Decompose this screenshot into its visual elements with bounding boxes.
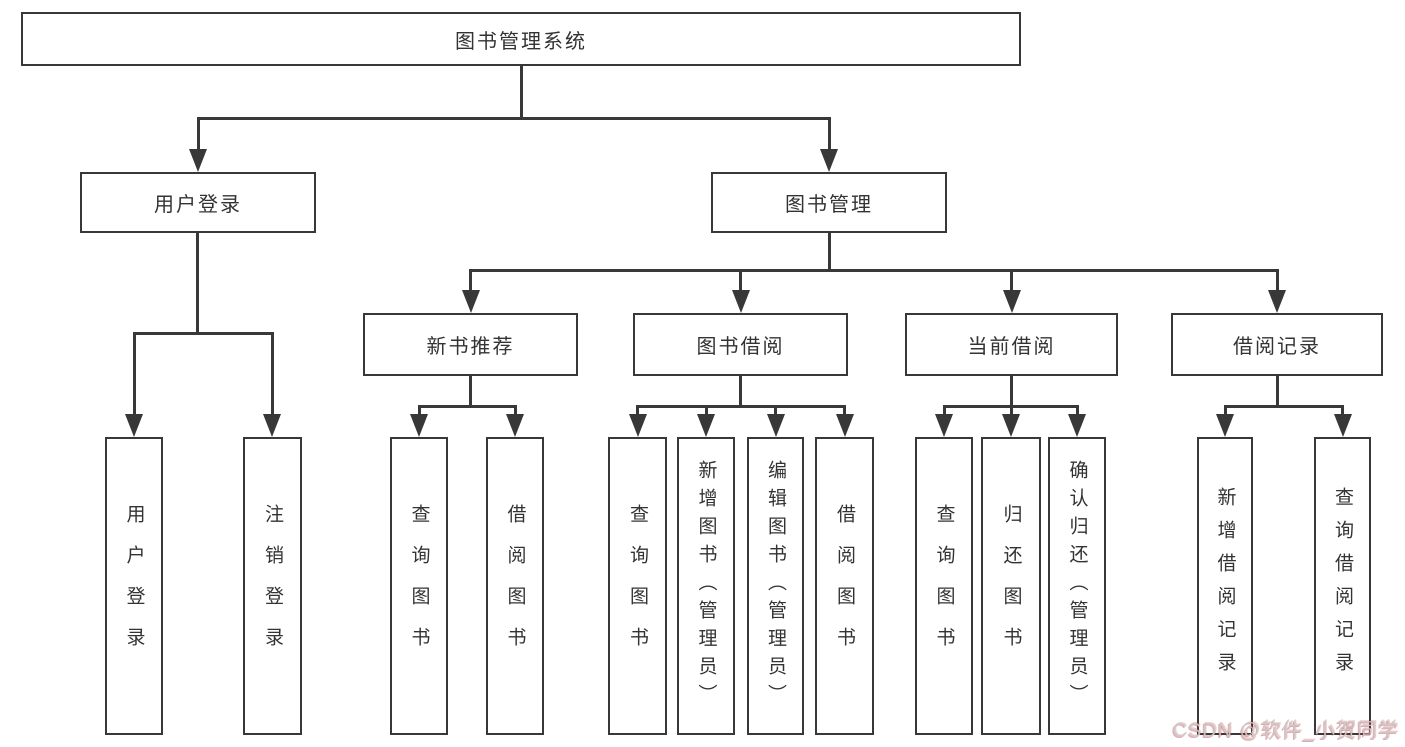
connector-recommend-riser — [469, 376, 472, 408]
connector-shaft-d2 — [1010, 405, 1013, 418]
connector-shaft-recommend — [469, 269, 472, 293]
node-current-borrow: 当前借阅 — [905, 313, 1118, 376]
leaf-add-borrow-record: 新增借阅记录 — [1197, 437, 1253, 735]
connector-root-hbar — [197, 117, 830, 120]
arrowhead-borrow — [732, 290, 750, 313]
connector-shaft-e1 — [1224, 405, 1227, 418]
connector-shaft-leaf-logout — [271, 332, 274, 418]
node-root: 图书管理系统 — [21, 12, 1021, 66]
arrowhead-leaf-login — [125, 414, 143, 437]
connector-current-riser — [1010, 376, 1013, 408]
leaf-edit-books-admin: 编辑图书（管理员） — [747, 437, 804, 735]
connector-recommend-hbar — [418, 405, 516, 408]
arrowhead-book-mgmt — [820, 149, 838, 172]
leaf-query-books-2: 查询图书 — [608, 437, 667, 735]
connector-shaft-records — [1276, 269, 1279, 293]
leaf-user-login: 用户登录 — [105, 437, 163, 735]
arrowhead-c1 — [629, 414, 647, 437]
leaf-query-books-3: 查询图书 — [915, 437, 973, 735]
connector-records-hbar — [1224, 405, 1344, 408]
arrowhead-current — [1003, 290, 1021, 313]
connector-shaft-e2 — [1341, 405, 1344, 418]
arrowhead-d2 — [1002, 414, 1020, 437]
node-new-book-recommend: 新书推荐 — [363, 313, 578, 376]
connector-shaft-c4 — [843, 405, 846, 418]
leaf-borrow-books-2: 借阅图书 — [815, 437, 874, 735]
connector-borrow-riser — [739, 376, 742, 408]
arrowhead-d3 — [1068, 414, 1086, 437]
node-user-login: 用户登录 — [80, 172, 316, 233]
connector-shaft-leaf-login — [133, 332, 136, 418]
connector-login-riser — [196, 233, 199, 335]
leaf-query-borrow-record: 查询借阅记录 — [1314, 437, 1371, 735]
arrowhead-records — [1268, 290, 1286, 313]
connector-shaft-b1 — [418, 405, 421, 418]
node-borrow-records: 借阅记录 — [1171, 313, 1383, 376]
arrowhead-user-login — [189, 149, 207, 172]
leaf-confirm-return-admin: 确认归还（管理员） — [1048, 437, 1106, 735]
arrowhead-e1 — [1216, 414, 1234, 437]
connector-shaft-current — [1010, 269, 1013, 293]
arrowhead-c2 — [697, 414, 715, 437]
connector-shaft-book-mgmt — [828, 117, 831, 152]
arrowhead-c4 — [836, 414, 854, 437]
connector-shaft-d3 — [1076, 405, 1079, 418]
arrowhead-d1 — [935, 414, 953, 437]
connector-mgmt-hbar — [469, 269, 1279, 272]
arrowhead-b1 — [410, 414, 428, 437]
connector-shaft-user-login — [197, 117, 200, 152]
connector-shaft-c1 — [636, 405, 639, 418]
connector-mgmt-riser — [828, 233, 831, 272]
connector-shaft-c3 — [774, 405, 777, 418]
leaf-add-books-admin: 新增图书（管理员） — [677, 437, 735, 735]
leaf-borrow-books-1: 借阅图书 — [486, 437, 544, 735]
arrowhead-e2 — [1334, 414, 1352, 437]
connector-shaft-d1 — [943, 405, 946, 418]
connector-shaft-b2 — [514, 405, 517, 418]
node-book-management: 图书管理 — [711, 172, 947, 233]
arrowhead-c3 — [767, 414, 785, 437]
arrowhead-leaf-logout — [263, 414, 281, 437]
connector-root-riser — [520, 66, 523, 118]
connector-borrow-hbar — [636, 405, 846, 408]
csdn-watermark: CSDN @软件_小贺同学 — [1172, 720, 1399, 742]
arrowhead-recommend — [462, 290, 480, 313]
connector-shaft-c2 — [705, 405, 708, 418]
node-book-borrow: 图书借阅 — [633, 313, 848, 376]
leaf-return-books: 归还图书 — [981, 437, 1041, 735]
connector-login-hbar — [133, 332, 273, 335]
leaf-query-books-1: 查询图书 — [390, 437, 448, 735]
arrowhead-b2 — [506, 414, 524, 437]
connector-shaft-borrow — [739, 269, 742, 293]
leaf-logout: 注销登录 — [243, 437, 302, 735]
connector-records-riser — [1276, 376, 1279, 408]
